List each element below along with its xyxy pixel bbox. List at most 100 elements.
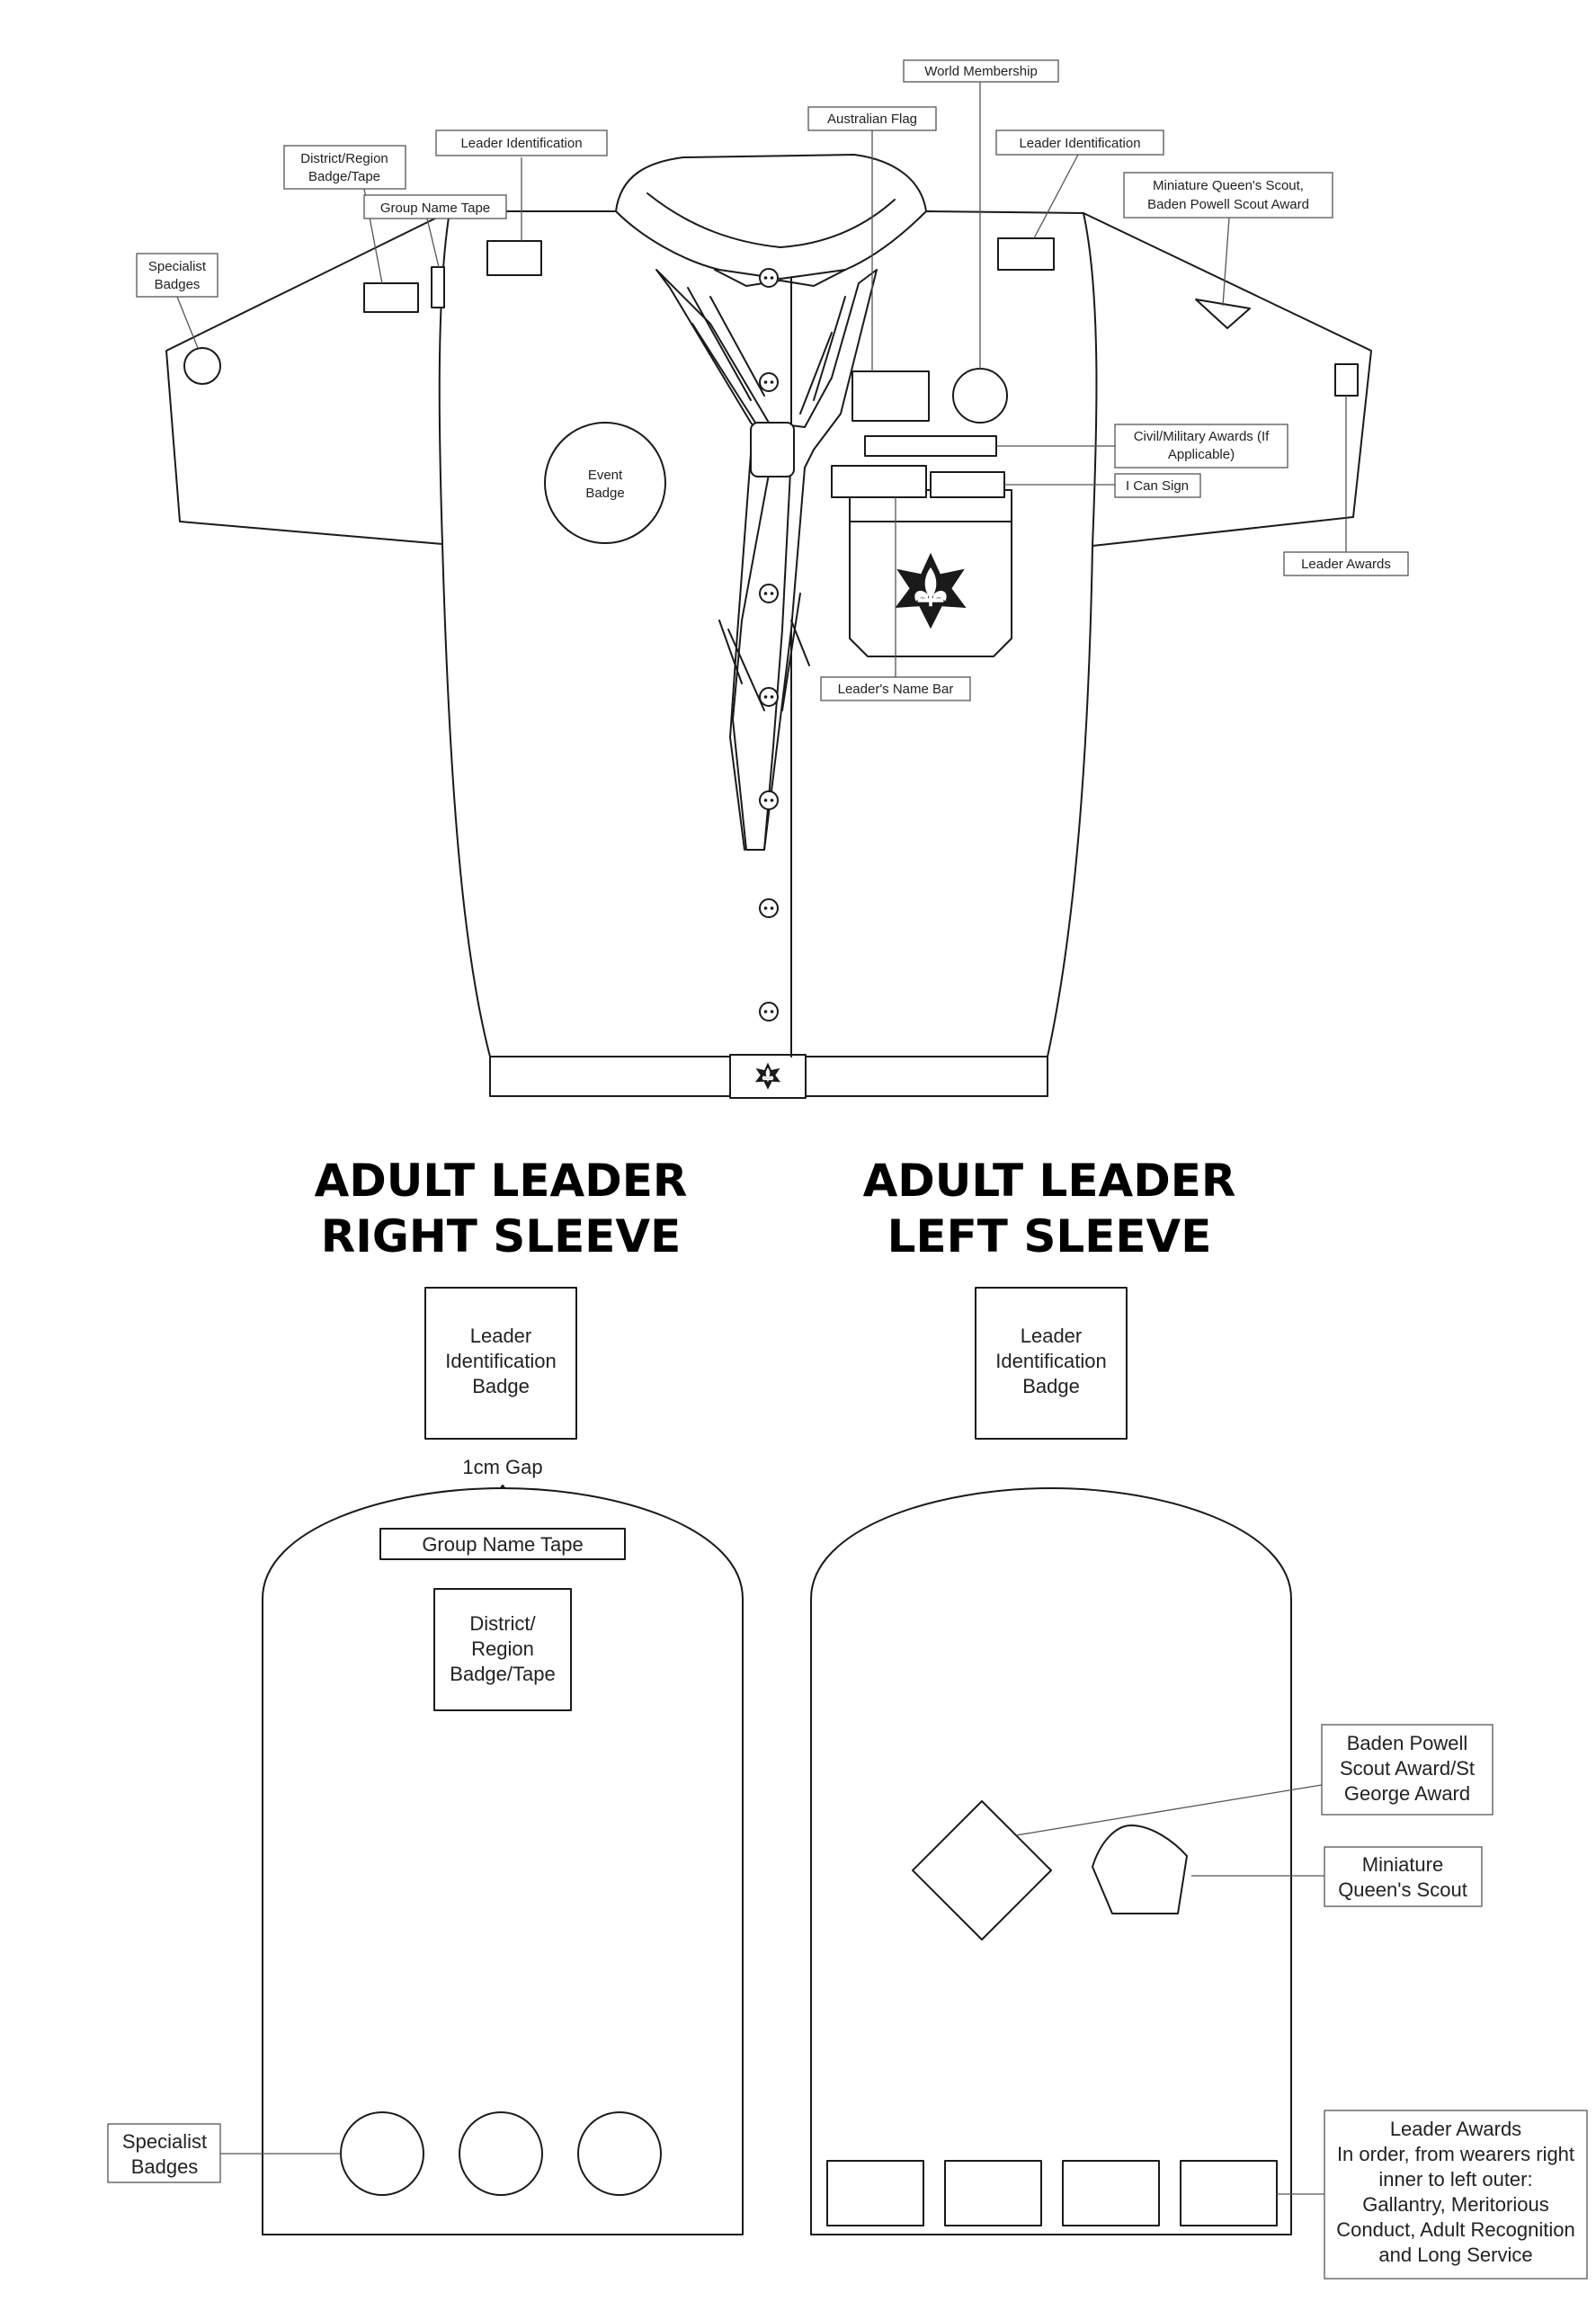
shirt-button-icon — [759, 268, 779, 288]
label-australian-flag-text: Australian Flag — [827, 112, 917, 127]
right-sleeve-detail: Leader Identification Badge 1cm Gap Grou… — [107, 1287, 744, 2235]
left-leader-id-badge — [975, 1287, 1128, 1440]
right-sleeve-title-line1: ADULT LEADER — [315, 1155, 688, 1207]
right-specialist-badge — [459, 2111, 543, 2196]
left-leader-awards-text: inner to left outer: — [1378, 2168, 1532, 2190]
label-leader-awards: Leader Awards — [1283, 551, 1409, 576]
shirt-button-icon — [759, 790, 779, 810]
right-group-name-tape — [379, 1528, 626, 1560]
left-mqs-text: Miniature — [1362, 1853, 1443, 1876]
shirt-button-icon — [759, 687, 779, 707]
right-specialist-label-box — [107, 2123, 221, 2183]
label-miniature-qs: Miniature Queen's Scout, Baden Powell Sc… — [1123, 172, 1333, 219]
right-specialist-badge — [577, 2111, 662, 2196]
left-bp-text: George Award — [1344, 1782, 1470, 1805]
shirt-button-icon — [759, 1002, 779, 1022]
district-region-badge-shape — [363, 282, 419, 313]
right-leader-id-text: Identification — [445, 1350, 557, 1372]
right-district-text: Region — [471, 1637, 534, 1660]
label-specialist-badges: Specialist Badges — [136, 253, 218, 298]
label-leader-identification-text: Leader Identification — [1019, 136, 1140, 151]
label-australian-flag: Australian Flag — [807, 106, 937, 131]
label-district-region-text: District/Region — [300, 151, 388, 166]
left-bp-label-box — [1321, 1724, 1493, 1816]
civil-military-awards-shape — [864, 435, 997, 457]
neckerchief — [655, 269, 878, 851]
shirt-label-boxes: World Membership Australian Flag Leader … — [136, 59, 1409, 701]
world-membership-shape — [952, 368, 1008, 424]
left-mqs-label-box — [1324, 1846, 1483, 1907]
group-name-tape-shape — [431, 266, 445, 308]
right-leader-id-text: Badge — [472, 1375, 530, 1397]
label-group-name-tape-text: Group Name Tape — [380, 201, 490, 216]
label-leader-identification-text: Leader Identification — [460, 136, 582, 151]
label-event-text: Badge — [585, 486, 624, 501]
left-bp-text: Baden Powell — [1347, 1732, 1468, 1754]
left-leader-award-badge — [1180, 2160, 1278, 2226]
label-i-can-sign: I Can Sign — [1114, 473, 1201, 498]
australian-flag-shape — [851, 370, 930, 422]
left-leader-id-text: Leader — [1021, 1325, 1083, 1347]
label-world-membership: World Membership — [903, 59, 1059, 83]
left-sleeve-title-line2: LEFT SLEEVE — [887, 1210, 1212, 1263]
left-leader-awards-text: Conduct, Adult Recognition — [1336, 2218, 1574, 2241]
left-leader-award-badge — [944, 2160, 1042, 2226]
label-miniature-qs-text: Miniature Queen's Scout, — [1153, 178, 1304, 193]
right-sleeve-title-line2: RIGHT SLEEVE — [321, 1210, 682, 1263]
label-group-name-tape: Group Name Tape — [363, 194, 507, 219]
left-leader-awards-text: Gallantry, Meritorious — [1362, 2193, 1548, 2216]
left-sleeve-title: ADULT LEADER LEFT SLEEVE — [863, 1155, 1236, 1263]
shirt — [165, 154, 1372, 1099]
right-specialist-text: Badges — [131, 2155, 199, 2178]
left-bp-text: Scout Award/St — [1340, 1757, 1475, 1780]
label-specialist-text: Badges — [155, 277, 201, 292]
left-leader-awards-text: and Long Service — [1378, 2244, 1532, 2266]
left-mqs-text: Queen's Scout — [1338, 1878, 1467, 1901]
woggle — [750, 422, 795, 477]
shirt-collar — [615, 154, 927, 280]
left-leader-awards-label-box — [1324, 2110, 1588, 2280]
right-sleeve-outline — [262, 1487, 744, 2235]
label-leader-awards-text: Leader Awards — [1301, 557, 1391, 572]
right-district-text: District/ — [469, 1612, 536, 1635]
label-world-membership-text: World Membership — [924, 64, 1038, 79]
i-can-sign-shape — [930, 471, 1005, 498]
label-i-can-sign-text: I Can Sign — [1126, 478, 1189, 494]
left-leader-award-badge — [1062, 2160, 1160, 2226]
label-civil-military: Civil/Military Awards (If Applicable) — [1114, 424, 1288, 468]
label-civil-military-text: Applicable) — [1168, 447, 1235, 462]
right-specialist-badge — [340, 2111, 424, 2196]
label-district-region-text: Badge/Tape — [308, 169, 380, 184]
label-event-badge: Event Badge — [585, 468, 624, 501]
left-sleeve-detail: Leader Identification Badge Baden Powell… — [810, 1287, 1588, 2280]
leader-awards-shape — [1334, 363, 1359, 397]
event-badge-shape — [544, 422, 666, 544]
leader-id-badge-left-shape — [997, 237, 1055, 271]
specialist-badge-shape — [183, 347, 221, 385]
leader-id-badge-right-shape — [486, 240, 542, 276]
label-leader-identification-right: Leader Identification — [435, 129, 608, 156]
label-leaders-name-bar: Leader's Name Bar — [820, 676, 971, 701]
shirt-button-icon — [759, 372, 779, 392]
label-leaders-name-bar-text: Leader's Name Bar — [838, 682, 954, 697]
label-event-text: Event — [588, 468, 623, 483]
shirt-button-icon — [759, 898, 779, 918]
left-sleeve-outline — [810, 1487, 1292, 2235]
leaders-name-bar-shape — [831, 465, 927, 498]
right-district-badge — [433, 1588, 572, 1711]
right-district-text: Badge/Tape — [450, 1663, 555, 1685]
left-leader-id-text: Identification — [995, 1350, 1107, 1372]
right-specialist-text: Specialist — [122, 2130, 207, 2153]
left-leader-awards-text: Leader Awards — [1390, 2118, 1521, 2140]
right-leader-id-badge — [424, 1287, 577, 1440]
label-specialist-text: Specialist — [148, 259, 207, 274]
left-miniature-qs-shape — [1092, 1825, 1188, 1914]
left-leader-awards-text: In order, from wearers right — [1337, 2143, 1574, 2165]
right-sleeve-title: ADULT LEADER RIGHT SLEEVE — [315, 1155, 688, 1263]
label-leader-identification-left: Leader Identification — [995, 129, 1164, 156]
left-leader-id-text: Badge — [1022, 1375, 1080, 1397]
shirt-button-icon — [759, 584, 779, 603]
left-sleeve-title-line1: ADULT LEADER — [863, 1155, 1236, 1207]
left-leader-award-badge — [826, 2160, 924, 2226]
